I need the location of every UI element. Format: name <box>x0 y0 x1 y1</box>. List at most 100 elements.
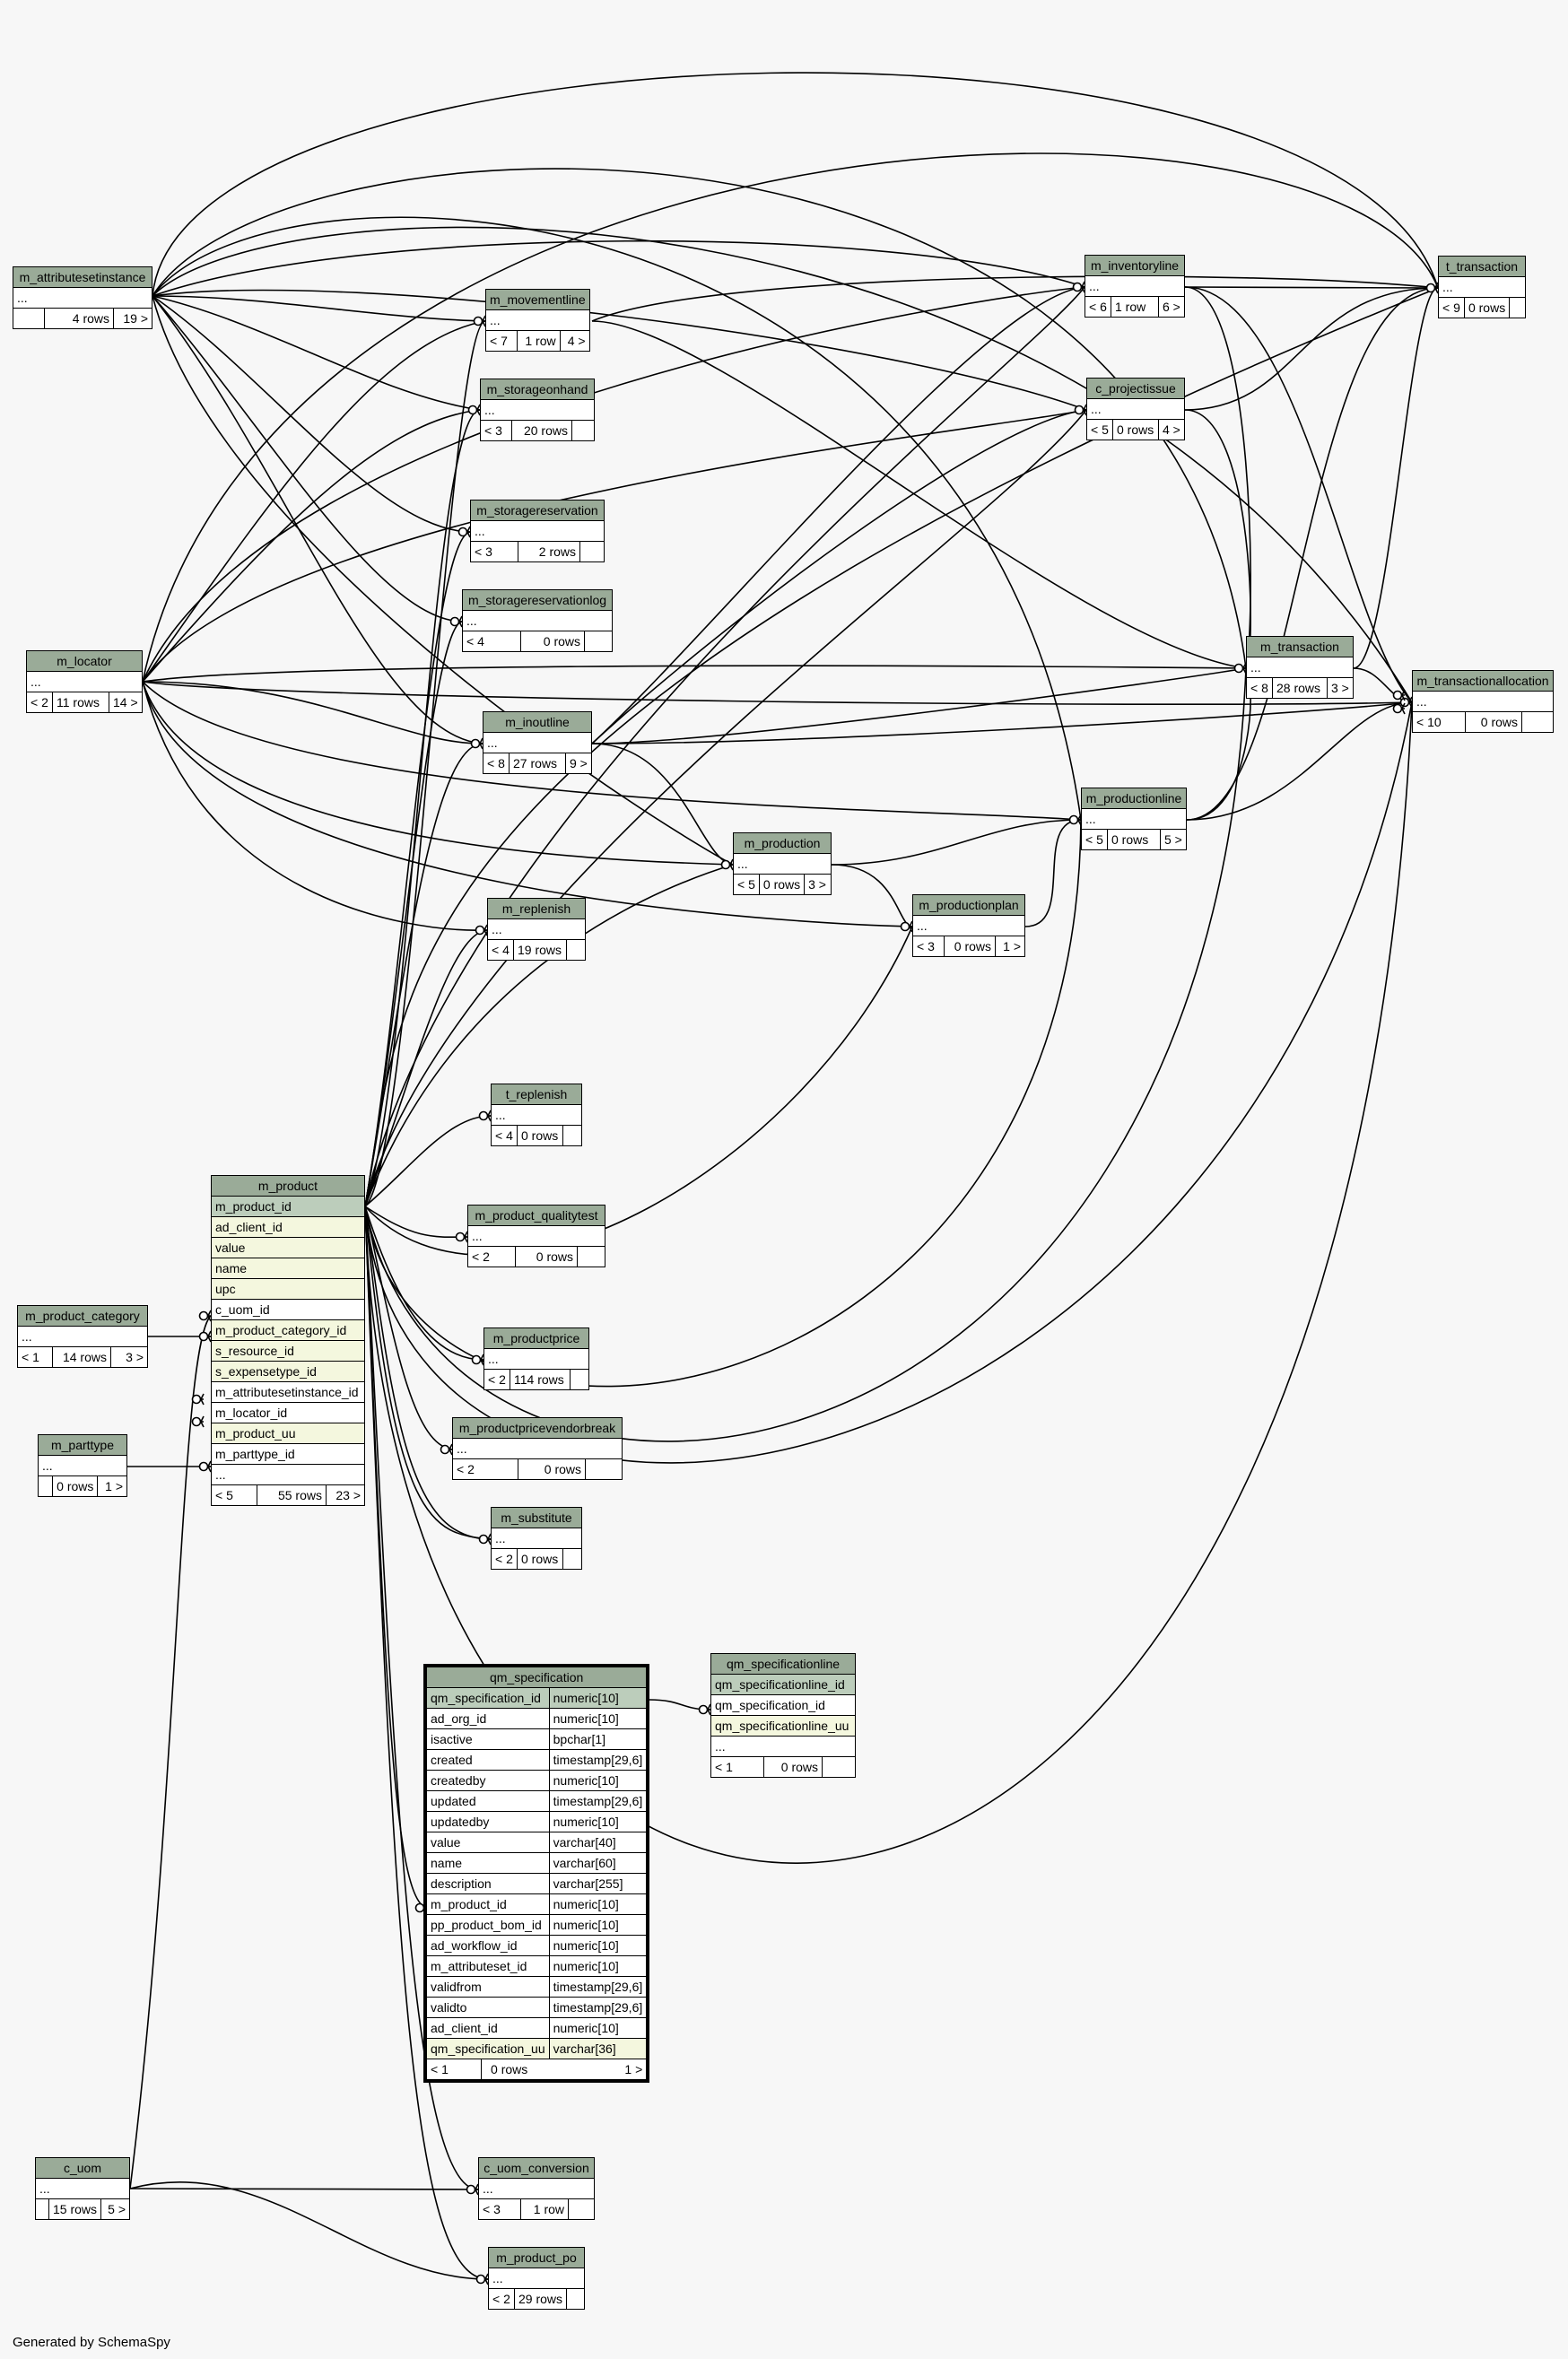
table-title[interactable]: m_storagereservation <box>470 500 605 521</box>
column-m_product_category_id[interactable]: m_product_category_id <box>211 1319 365 1341</box>
table-title[interactable]: m_productpricevendorbreak <box>452 1417 623 1439</box>
table-title[interactable]: m_parttype <box>38 1434 127 1456</box>
column-qm_specification_id[interactable]: qm_specification_id <box>710 1694 856 1716</box>
column-c_uom_id[interactable]: c_uom_id <box>211 1299 365 1320</box>
crowfoot-marker <box>1077 814 1082 826</box>
table-title[interactable]: m_production <box>733 832 832 854</box>
column-qm_specification_id[interactable]: qm_specification_id <box>424 1687 550 1709</box>
table-title[interactable]: qm_specification <box>424 1665 649 1688</box>
crowfoot-marker <box>1081 281 1085 293</box>
column-isactive[interactable]: isactive <box>424 1728 550 1750</box>
column-m_attributesetinstance_id[interactable]: m_attributesetinstance_id <box>211 1381 365 1403</box>
column-ad_client_id[interactable]: ad_client_id <box>211 1216 365 1238</box>
table-title[interactable]: qm_specificationline <box>710 1653 856 1675</box>
table-title[interactable]: m_transactionallocation <box>1412 670 1554 692</box>
table-title[interactable]: m_movementline <box>485 289 590 310</box>
table-title[interactable]: m_substitute <box>491 1507 582 1528</box>
table-title[interactable]: t_replenish <box>491 1084 582 1105</box>
column-description[interactable]: description <box>424 1873 550 1894</box>
column-pp_product_bom_id[interactable]: pp_product_bom_id <box>424 1914 550 1936</box>
table-title[interactable]: m_storagereservationlog <box>462 589 613 611</box>
column-m_locator_id[interactable]: m_locator_id <box>211 1402 365 1423</box>
column-validfrom[interactable]: validfrom <box>424 1976 550 1998</box>
table-title[interactable]: c_uom_conversion <box>478 2157 595 2179</box>
table-title[interactable]: m_productionline <box>1081 788 1187 809</box>
table-qm_specificationline[interactable]: qm_specificationline qm_specificationlin… <box>710 1653 856 1778</box>
column-m_product_id[interactable]: m_product_id <box>424 1893 550 1915</box>
column-ad_client_id[interactable]: ad_client_id <box>424 2017 550 2039</box>
table-title[interactable]: c_uom <box>35 2157 130 2179</box>
column-m_product_uu[interactable]: m_product_uu <box>211 1423 365 1444</box>
column-m_attributeset_id[interactable]: m_attributeset_id <box>424 1955 550 1977</box>
column-m_parttype_id[interactable]: m_parttype_id <box>211 1443 365 1465</box>
column-value[interactable]: value <box>211 1237 365 1258</box>
stat-children <box>566 939 586 961</box>
column-qm_specification_uu[interactable]: qm_specification_uu <box>424 2038 550 2059</box>
column-s_expensetype_id[interactable]: s_expensetype_id <box>211 1361 365 1382</box>
stat-parents: < 4 <box>462 631 521 652</box>
column-validto[interactable]: validto <box>424 1997 550 2018</box>
table-title[interactable]: m_product <box>211 1175 365 1197</box>
table-title[interactable]: m_productionplan <box>912 894 1025 916</box>
column-value[interactable]: value <box>424 1832 550 1853</box>
table-title[interactable]: m_attributesetinstance <box>13 266 152 288</box>
column-created[interactable]: created <box>424 1749 550 1771</box>
table-title[interactable]: m_product_category <box>17 1305 148 1327</box>
column-name[interactable]: name <box>211 1258 365 1279</box>
table-m_product[interactable]: m_product m_product_id ad_client_id valu… <box>211 1175 365 1506</box>
column-qm_specificationline_id[interactable]: qm_specificationline_id <box>710 1674 856 1695</box>
column-qm_specificationline_uu[interactable]: qm_specificationline_uu <box>710 1715 856 1737</box>
column-createdby[interactable]: createdby <box>424 1770 550 1791</box>
table-title[interactable]: m_inoutline <box>483 711 592 733</box>
table-title[interactable]: m_inventoryline <box>1085 255 1185 276</box>
column-upc[interactable]: upc <box>211 1278 365 1300</box>
table-title[interactable]: t_transaction <box>1438 256 1526 277</box>
columns-ellipsis: ... <box>710 1736 856 1757</box>
column-name[interactable]: name <box>424 1852 550 1874</box>
column-updated[interactable]: updated <box>424 1790 550 1812</box>
column-ad_workflow_id[interactable]: ad_workflow_id <box>424 1935 550 1956</box>
column-ad_org_id[interactable]: ad_org_id <box>424 1708 550 1729</box>
stat-children: 3 > <box>1327 677 1354 699</box>
table-title[interactable]: m_product_qualitytest <box>467 1205 605 1226</box>
table-title[interactable]: m_product_po <box>488 2247 585 2268</box>
table-title[interactable]: m_replenish <box>487 898 586 919</box>
table-title[interactable]: m_transaction <box>1246 636 1354 657</box>
column-s_resource_id[interactable]: s_resource_id <box>211 1340 365 1362</box>
table-title[interactable]: m_productprice <box>483 1327 589 1349</box>
column-m_product_id[interactable]: m_product_id <box>211 1196 365 1217</box>
table-title[interactable]: c_projectissue <box>1086 378 1185 399</box>
columns-ellipsis: ... <box>483 1348 589 1370</box>
table-title[interactable]: m_locator <box>26 650 143 672</box>
column-updatedby[interactable]: updatedby <box>424 1811 550 1832</box>
optional-marker <box>1072 282 1083 292</box>
table-title[interactable]: m_storageonhand <box>480 379 595 400</box>
